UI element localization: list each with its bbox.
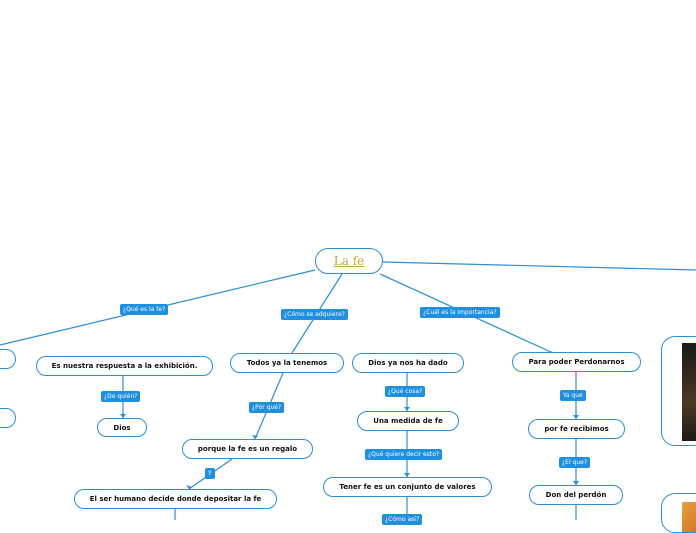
- topic-conjunto-de-valores[interactable]: Tener fe es un conjunto de valores: [323, 477, 492, 497]
- topic-regalo[interactable]: porque la fe es un regalo: [182, 439, 313, 459]
- label-ya-que[interactable]: Ya que: [560, 390, 586, 401]
- topic-medida-de-fe[interactable]: Una medida de fe: [357, 411, 459, 431]
- label-que-es[interactable]: ¿Qué es la fe?: [120, 304, 169, 315]
- topic-exhibicion[interactable]: Es nuestra respuesta a la exhibición.: [36, 356, 213, 376]
- label-el-que[interactable]: ¿El que?: [559, 457, 591, 468]
- label-que-quiere-decir[interactable]: ¿Qué quiere decir esto?: [365, 449, 443, 460]
- label-que-cosa[interactable]: ¿Qué cosa?: [385, 386, 426, 397]
- label-por-que[interactable]: ¿Por qué?: [249, 402, 285, 413]
- link-root-right: [382, 261, 696, 271]
- topic-dios[interactable]: Dios: [97, 418, 147, 437]
- topic-ser-humano[interactable]: El ser humano decide donde depositar la …: [74, 489, 277, 509]
- label-como[interactable]: ¿Cómo se adquiere?: [281, 309, 348, 320]
- topic-offscreen-left-2[interactable]: [0, 408, 16, 428]
- topic-image-2: [682, 502, 696, 532]
- topic-perdonarnos[interactable]: Para poder Perdonarnos: [512, 352, 641, 372]
- topic-image: [682, 343, 696, 441]
- label-y[interactable]: Y: [205, 468, 215, 479]
- topic-todos-la-tenemos[interactable]: Todos ya la tenemos: [230, 353, 344, 373]
- label-de-quien[interactable]: ¿De quién?: [101, 391, 141, 402]
- topic-image-card[interactable]: [661, 336, 696, 446]
- topic-image-card-2[interactable]: [661, 493, 696, 533]
- root-topic-title[interactable]: La fe: [333, 254, 365, 268]
- label-importancia[interactable]: ¿Cuál es la importancia?: [420, 307, 500, 318]
- root-topic[interactable]: La fe: [315, 248, 383, 274]
- topic-dios-ya-nos-ha-dado[interactable]: Dios ya nos ha dado: [352, 353, 464, 373]
- topic-offscreen-left-1[interactable]: [0, 349, 16, 369]
- topic-don-del-perdon[interactable]: Don del perdón: [529, 485, 623, 505]
- topic-por-fe-recibimos[interactable]: por fe recibimos: [528, 419, 625, 439]
